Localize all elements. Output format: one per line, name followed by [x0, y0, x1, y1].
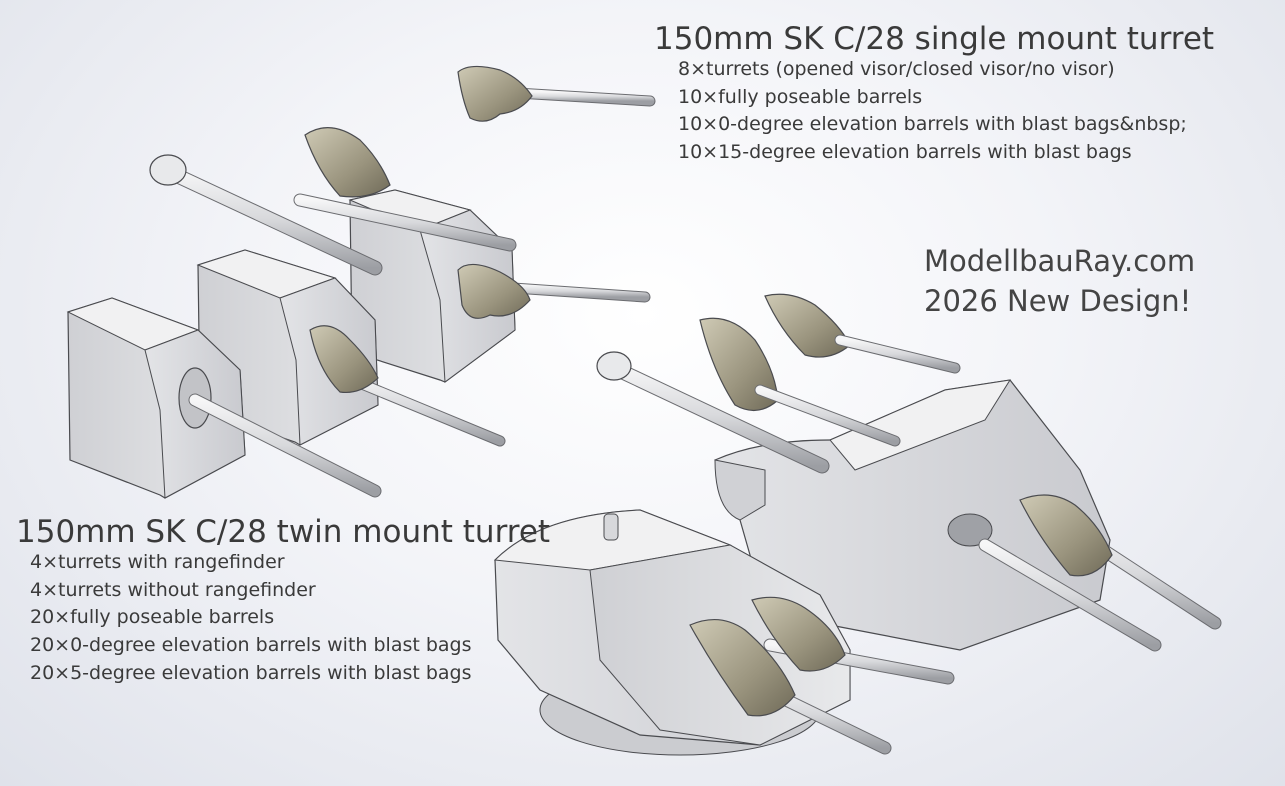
- single-mount-info: 150mm SK C/28 single mount turret 8×turr…: [654, 22, 1214, 167]
- twin-mount-info: 150mm SK C/28 twin mount turret 4×turret…: [16, 515, 550, 688]
- single-turret-1: [293, 127, 651, 383]
- single-turret-3: [66, 297, 382, 499]
- single-mount-title: 150mm SK C/28 single mount turret: [654, 21, 1215, 57]
- twin-mount-spec: 20×fully poseable barrels: [30, 606, 275, 629]
- twin-turret-back: [596, 293, 1222, 652]
- single-turret-2: [196, 249, 506, 447]
- promo-tagline: 2026 New Design!: [924, 284, 1192, 318]
- loose-barrel-with-blast-bag-top: [457, 65, 656, 122]
- twin-mount-title: 150mm SK C/28 twin mount turret: [16, 514, 551, 550]
- twin-mount-spec: 4×turrets without rangefinder: [30, 578, 316, 601]
- promo-info: ModellbauRay.com 2026 New Design!: [924, 241, 1195, 321]
- twin-mount-spec: 20×0-degree elevation barrels with blast…: [30, 634, 472, 657]
- single-mount-spec: 10×0-degree elevation barrels with blast…: [678, 113, 1187, 136]
- twin-mount-spec: 4×turrets with rangefinder: [30, 551, 285, 573]
- single-mount-spec: 10×15-degree elevation barrels with blas…: [678, 141, 1132, 164]
- twin-mount-spec: 20×5-degree elevation barrels with blast…: [30, 661, 472, 684]
- loose-barrel-long: [149, 154, 383, 276]
- single-mount-spec: 10×fully poseable barrels: [678, 85, 923, 108]
- site-name: ModellbauRay.com: [924, 244, 1196, 278]
- single-mount-spec: 8×turrets (opened visor/closed visor/no …: [678, 58, 1115, 80]
- twin-turret-front: [493, 509, 955, 756]
